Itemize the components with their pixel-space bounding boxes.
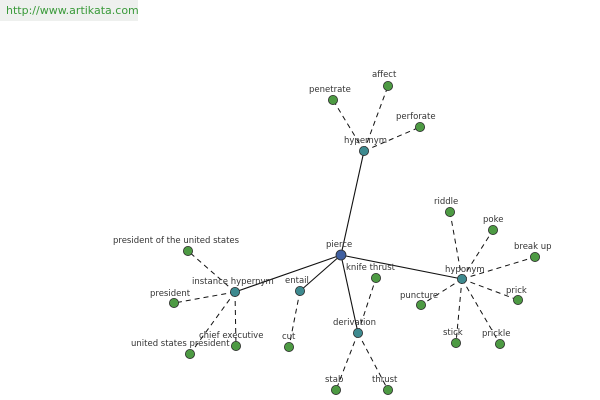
edge-hyponym-to-prick xyxy=(461,278,519,301)
leaf-node-label-president: president xyxy=(150,289,191,299)
edge-hyponym-to-stick xyxy=(455,278,463,344)
relation-node-instance-hypernym[interactable] xyxy=(229,286,240,297)
leaf-node-riddle[interactable] xyxy=(444,206,455,217)
leaf-node-prick[interactable] xyxy=(513,294,524,305)
edge-hyponym-to-break-up xyxy=(461,256,536,280)
leaf-node-label-knife-thrust: knife thrust xyxy=(346,263,396,273)
edge-hypernym-to-perforate xyxy=(363,126,421,152)
edge-instance-hypernym-to-chief-executive xyxy=(234,291,237,347)
relation-node-label-hypernym: hypernym xyxy=(344,136,387,146)
site-url-watermark[interactable]: http://www.artikata.com xyxy=(0,0,139,21)
relation-node-label-derivation: derivation xyxy=(333,318,376,328)
leaf-node-label-penetrate: penetrate xyxy=(309,85,351,95)
leaf-node-chief-executive[interactable] xyxy=(230,340,241,351)
edge-instance-hypernym-to-president-of-the-united-states xyxy=(187,250,236,293)
leaf-node-label-prick: prick xyxy=(506,286,527,296)
leaf-node-break-up[interactable] xyxy=(530,251,541,262)
leaf-node-poke[interactable] xyxy=(487,224,498,235)
leaf-node-label-stick: stick xyxy=(443,328,463,338)
root-node-pierce[interactable] xyxy=(335,249,347,261)
leaf-node-united-states-president[interactable] xyxy=(184,348,195,359)
leaf-node-label-cut: cut xyxy=(282,332,296,342)
leaf-node-label-break-up: break up xyxy=(514,242,552,252)
relation-node-derivation[interactable] xyxy=(352,327,363,338)
edge-hyponym-to-prickle xyxy=(461,278,501,345)
leaf-node-label-riddle: riddle xyxy=(434,197,458,207)
leaf-node-cut[interactable] xyxy=(283,341,294,352)
leaf-node-label-united-states-president: united states president xyxy=(131,339,230,349)
edge-entail-to-cut xyxy=(288,290,301,348)
leaf-node-prickle[interactable] xyxy=(494,338,505,349)
edge-hyponym-to-riddle xyxy=(449,211,463,280)
edge-root-to-hyponym xyxy=(340,254,463,280)
leaf-node-thrust[interactable] xyxy=(382,384,393,395)
relation-node-hypernym[interactable] xyxy=(358,145,369,156)
edge-hyponym-to-poke xyxy=(461,229,494,280)
leaf-node-label-stab: stab xyxy=(325,375,343,385)
edge-root-to-entail xyxy=(299,254,342,292)
leaf-node-label-puncture: puncture xyxy=(400,291,438,301)
leaf-node-president-of-the-united-states[interactable] xyxy=(182,245,193,256)
edge-instance-hypernym-to-united-states-president xyxy=(189,291,236,355)
relation-node-hyponym[interactable] xyxy=(456,273,467,284)
leaf-node-affect[interactable] xyxy=(382,81,393,92)
leaf-node-label-chief-executive: chief executive xyxy=(199,331,263,341)
leaf-node-label-affect: affect xyxy=(372,70,397,80)
leaf-node-label-president-of-the-united-states: president of the united states xyxy=(113,236,240,246)
leaf-node-label-thrust: thrust xyxy=(372,375,398,385)
root-node-label: pierce xyxy=(326,240,352,250)
edge-instance-hypernym-to-president xyxy=(173,291,236,304)
leaf-node-label-perforate: perforate xyxy=(396,112,436,122)
leaf-node-label-prickle: prickle xyxy=(482,329,510,339)
leaf-node-knife-thrust[interactable] xyxy=(370,272,381,283)
edge-hypernym-to-affect xyxy=(363,85,389,152)
leaf-node-label-poke: poke xyxy=(483,215,503,225)
relation-node-label-hyponym: hyponym xyxy=(445,265,485,275)
edge-hypernym-to-penetrate xyxy=(332,99,365,152)
relation-node-entail[interactable] xyxy=(294,285,305,296)
edge-root-to-derivation xyxy=(340,254,359,334)
leaf-node-perforate[interactable] xyxy=(414,122,425,133)
relation-node-label-instance-hypernym: instance hypernym xyxy=(192,277,274,287)
edge-root-to-hypernym xyxy=(340,150,365,256)
edge-derivation-to-knife-thrust xyxy=(357,277,377,334)
relation-node-label-entail: entail xyxy=(285,276,309,286)
leaf-node-puncture[interactable] xyxy=(415,299,426,310)
leaf-node-stab[interactable] xyxy=(330,384,341,395)
edge-hyponym-to-puncture xyxy=(420,278,463,306)
edge-derivation-to-stab xyxy=(335,332,359,391)
edge-derivation-to-thrust xyxy=(357,332,389,391)
edge-root-to-instance-hypernym xyxy=(234,254,342,293)
leaf-node-penetrate[interactable] xyxy=(327,95,338,106)
leaf-node-president[interactable] xyxy=(168,297,179,308)
leaf-node-stick[interactable] xyxy=(450,337,461,348)
